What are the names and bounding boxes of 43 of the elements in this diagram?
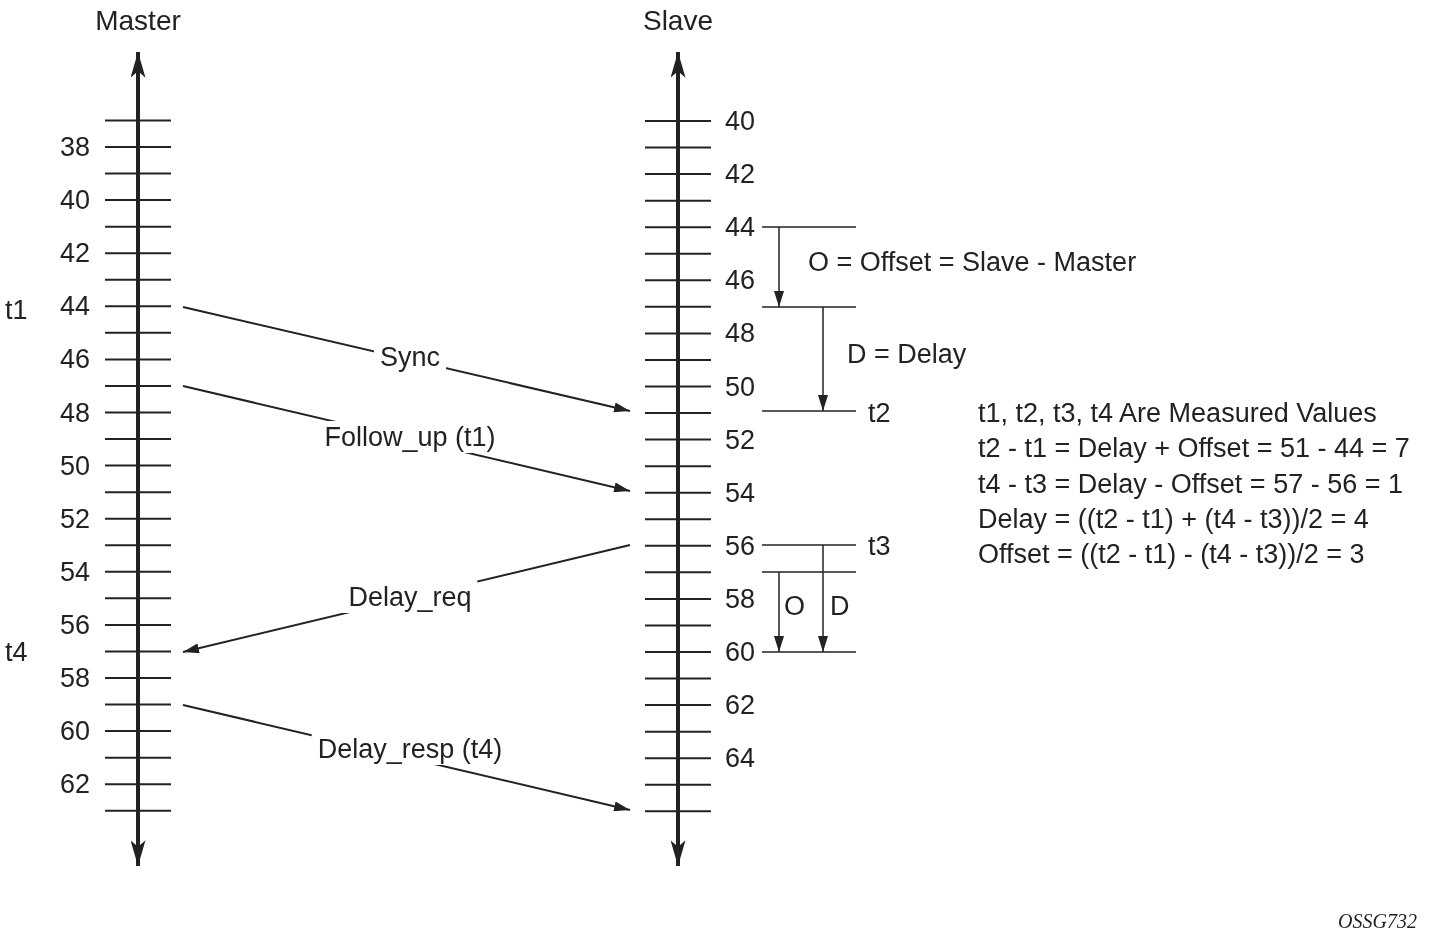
tick-label: 40: [725, 105, 756, 137]
dimension-label: D = Delay: [847, 338, 967, 370]
dimension-label: O: [784, 590, 805, 622]
tick-label: 58: [58, 662, 90, 694]
tick-label: 52: [58, 502, 90, 535]
time-label: t1: [5, 294, 28, 326]
timeline-heading: Master: [94, 4, 182, 38]
tick-label: 38: [58, 131, 90, 163]
tick-label: 54: [725, 476, 756, 509]
tick-label: 60: [58, 715, 90, 748]
tick-label: 50: [725, 370, 756, 403]
tick-label: 48: [58, 396, 90, 429]
tick-label: 54: [58, 555, 90, 588]
tick-label: 62: [58, 768, 90, 801]
note-text: Offset = ((t2 - t1) - (t4 - t3))/2 = 3: [978, 538, 1365, 570]
tick-label: 58: [725, 582, 756, 615]
tick-label: 48: [725, 317, 756, 350]
note-text: t2 - t1 = Delay + Offset = 51 - 44 = 7: [978, 432, 1410, 464]
tick-label: 52: [725, 423, 756, 456]
tick-label: 46: [725, 264, 756, 297]
note-text: t1, t2, t3, t4 Are Measured Values: [978, 397, 1377, 429]
dimension-label: D: [830, 590, 850, 622]
edge-label: Delay_req: [342, 581, 478, 613]
tick-label: 60: [725, 636, 756, 668]
note-text: Delay = ((t2 - t1) + (t4 - t3))/2 = 4: [978, 503, 1369, 535]
note-text: t4 - t3 = Delay - Offset = 57 - 56 = 1: [978, 468, 1403, 500]
dimension-label: O = Offset = Slave - Master: [808, 246, 1137, 278]
time-label: t2: [868, 397, 891, 429]
tick-label: 64: [725, 742, 756, 775]
figure-id: OSSG732: [1338, 909, 1417, 933]
tick-label: 56: [725, 529, 756, 562]
tick-label: 46: [58, 343, 90, 376]
tick-label: 56: [58, 608, 90, 641]
tick-label: 42: [58, 237, 90, 270]
tick-label: 44: [725, 211, 756, 244]
tick-label: 50: [58, 449, 90, 482]
time-label: t3: [868, 530, 891, 562]
tick-label: 42: [725, 158, 756, 191]
tick-label: 62: [725, 689, 756, 722]
timeline-heading: Slave: [641, 4, 714, 38]
time-label: t4: [5, 636, 28, 668]
tick-label: 44: [58, 290, 90, 323]
tick-label: 40: [58, 184, 90, 217]
